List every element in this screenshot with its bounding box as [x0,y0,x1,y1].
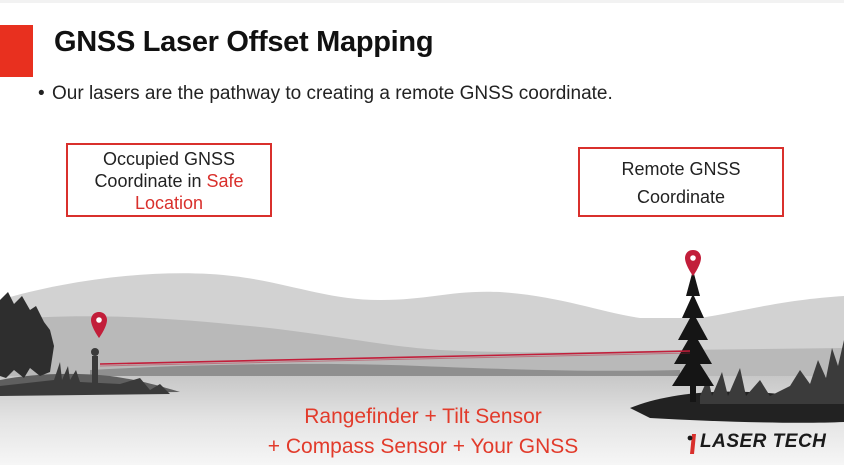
pine-tree [672,270,714,386]
bullet-point: • Our lasers are the pathway to creating … [38,83,613,105]
logo-text: LASER TECH [700,431,827,452]
callout-right-line2: Coordinate [636,187,726,207]
bullet-text: Our lasers are the pathway to creating a… [52,83,613,104]
left-grass [0,362,170,396]
top-border [0,0,844,3]
callout-left-line1: Occupied GNSS [102,149,236,169]
bullet-dot: • [38,83,45,104]
surveyor-figure [92,356,98,390]
callout-left-line2: Coordinate in Safe [68,170,270,192]
laser-tech-logo: LASER TECH [686,430,836,458]
map-pin-icon [685,250,701,276]
callout-right-line1: Remote GNSS [621,159,741,179]
formula-line1: Rangefinder + Tilt Sensor [304,405,542,428]
formula-line2: + Compass Sensor + Your GNSS [267,435,579,458]
slide-title: GNSS Laser Offset Mapping [54,26,434,58]
sensor-formula: Rangefinder + Tilt Sensor + Compass Sens… [200,402,646,462]
logo-mark-icon [687,434,696,454]
left-trees [0,292,54,378]
occupied-coordinate-callout: Occupied GNSS Coordinate in Safe Locatio… [66,143,272,217]
title-accent-bar [0,25,33,77]
callout-left-prefix: Coordinate in [94,171,207,191]
right-shoreline-trees [700,340,844,404]
laser-beam [99,350,691,365]
map-pin-icon [91,312,107,338]
callout-left-location: Location [134,193,204,213]
remote-coordinate-callout: Remote GNSS Coordinate [578,147,784,217]
callout-left-safe: Safe [206,171,244,191]
